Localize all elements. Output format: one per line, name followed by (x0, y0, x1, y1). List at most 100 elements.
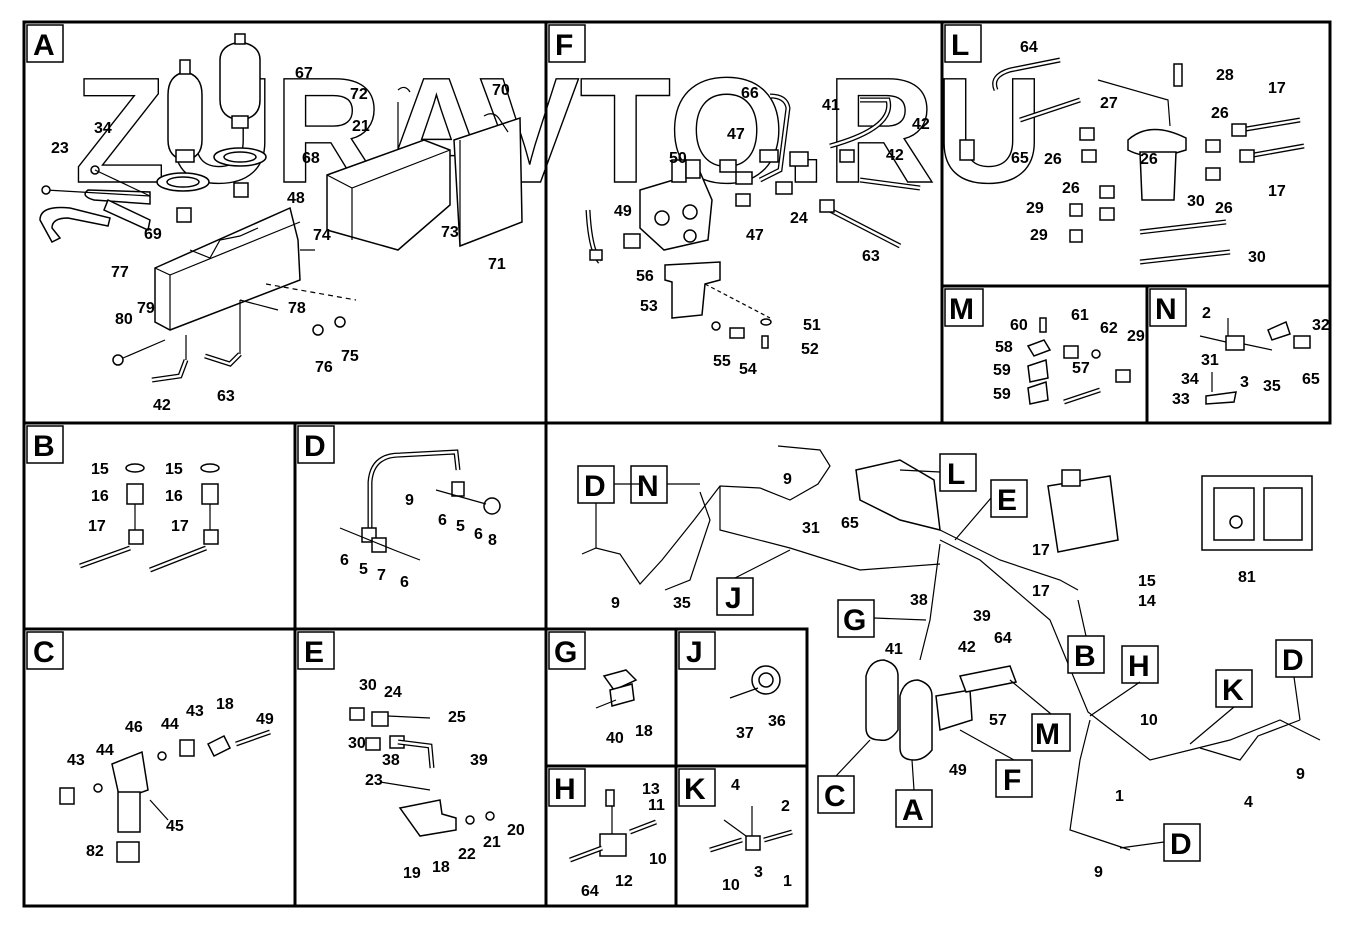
part-number-label: 50 (669, 150, 687, 167)
part-number-label: 26 (1044, 151, 1062, 168)
part-number-label: 58 (995, 339, 1013, 356)
panel-l-drawing (959, 57, 1305, 265)
part-number-label: 2 (781, 798, 790, 815)
panel-tag-c: C (26, 631, 64, 670)
part-number-label: 8 (488, 532, 497, 549)
part-number-label: 54 (739, 361, 757, 378)
callout-d-right: D (1275, 639, 1313, 678)
part-number-label: 60 (1010, 317, 1028, 334)
callout-d-left: D (577, 465, 615, 504)
part-number-label: 64 (1020, 39, 1038, 56)
part-number-label: 39 (973, 608, 991, 625)
part-number-label: 55 (713, 353, 731, 370)
panel-frames (22, 20, 1332, 908)
svg-text:N: N (1155, 293, 1177, 326)
part-number-label: 67 (295, 65, 313, 82)
part-number-label: 9 (1094, 864, 1103, 881)
part-number-label: 80 (115, 311, 133, 328)
svg-text:L: L (951, 29, 969, 62)
panel-tag-n: N (1149, 288, 1187, 327)
part-number-label: 41 (822, 97, 840, 114)
part-number-label: 79 (137, 300, 155, 317)
panel-k-drawing (709, 806, 793, 853)
svg-text:J: J (725, 582, 742, 615)
part-number-label: 73 (441, 224, 459, 241)
part-number-label: 46 (125, 719, 143, 736)
part-number-label: 19 (403, 865, 421, 882)
svg-text:C: C (33, 636, 55, 669)
panel-h-drawing (569, 789, 657, 863)
part-number-label: 53 (640, 298, 658, 315)
part-number-label: 75 (341, 348, 359, 365)
part-number-label: 10 (722, 877, 740, 894)
part-number-label: 21 (483, 834, 501, 851)
panel-tags: A F L M N B D C E G J H K (26, 24, 1187, 807)
part-number-label: 33 (1172, 391, 1190, 408)
panel-m-drawing (1026, 317, 1131, 405)
part-number-label: 35 (673, 595, 691, 612)
part-number-label: 30 (359, 677, 377, 694)
part-number-label: 18 (635, 723, 653, 740)
part-number-label: 6 (340, 552, 349, 569)
panel-e-drawing (349, 707, 495, 837)
part-number-label: 40 (606, 730, 624, 747)
panel-c-drawing (59, 729, 271, 863)
part-number-label: 32 (1312, 317, 1330, 334)
overview-drawing (581, 445, 1321, 851)
part-number-label: 30 (1187, 193, 1205, 210)
part-number-label: 41 (885, 641, 903, 658)
svg-text:M: M (1035, 718, 1060, 751)
part-number-label: 45 (166, 818, 184, 835)
part-number-label: 52 (801, 341, 819, 358)
panel-tag-d: D (297, 425, 335, 464)
svg-text:H: H (1128, 650, 1150, 683)
part-number-label: 16 (91, 488, 109, 505)
part-number-label: 17 (1032, 583, 1050, 600)
panel-n-drawing (1199, 318, 1311, 405)
part-number-label: 20 (507, 822, 525, 839)
part-number-label: 56 (636, 268, 654, 285)
part-number-label: 11 (648, 797, 665, 814)
part-number-label: 65 (1011, 150, 1029, 167)
svg-text:K: K (1222, 674, 1244, 707)
panel-g-drawing (595, 669, 638, 709)
panel-tag-h: H (548, 768, 586, 807)
part-number-label: 68 (302, 150, 320, 167)
part-number-label: 5 (359, 561, 368, 578)
part-number-label: 4 (1244, 794, 1253, 811)
panel-b-drawing (79, 463, 220, 573)
svg-text:F: F (555, 29, 573, 62)
callout-a: A (895, 789, 933, 828)
part-number-label: 1 (783, 873, 792, 890)
overview-callouts: D N L E J G B H K D C A F M D (577, 453, 1313, 862)
part-number-label: 6 (438, 512, 447, 529)
part-number-label: 29 (1127, 328, 1145, 345)
part-number-label: 14 (1138, 593, 1156, 610)
part-number-label: 15 (91, 461, 109, 478)
svg-text:D: D (1282, 644, 1304, 677)
part-number-label: 26 (1215, 200, 1233, 217)
part-number-label: 82 (86, 843, 104, 860)
part-number-label: 49 (949, 762, 967, 779)
part-number-label: 24 (384, 684, 402, 701)
part-number-label: 21 (352, 118, 370, 135)
callout-k: K (1215, 669, 1253, 708)
part-number-label: 43 (67, 752, 85, 769)
part-number-label: 34 (1181, 371, 1199, 388)
part-number-label: 12 (615, 873, 633, 890)
part-number-label: 6 (474, 526, 483, 543)
callout-b: B (1067, 635, 1105, 674)
part-number-label: 18 (432, 859, 450, 876)
part-number-label: 72 (350, 86, 368, 103)
part-number-label: 9 (611, 595, 620, 612)
part-number-label: 29 (1030, 227, 1048, 244)
callout-m: M (1031, 713, 1071, 752)
part-number-label: 59 (993, 362, 1011, 379)
callout-j: J (716, 577, 754, 616)
part-number-label: 17 (1268, 80, 1286, 97)
part-number-label: 65 (841, 515, 859, 532)
svg-text:D: D (304, 430, 326, 463)
part-number-label: 63 (217, 388, 235, 405)
part-number-label: 26 (1062, 180, 1080, 197)
